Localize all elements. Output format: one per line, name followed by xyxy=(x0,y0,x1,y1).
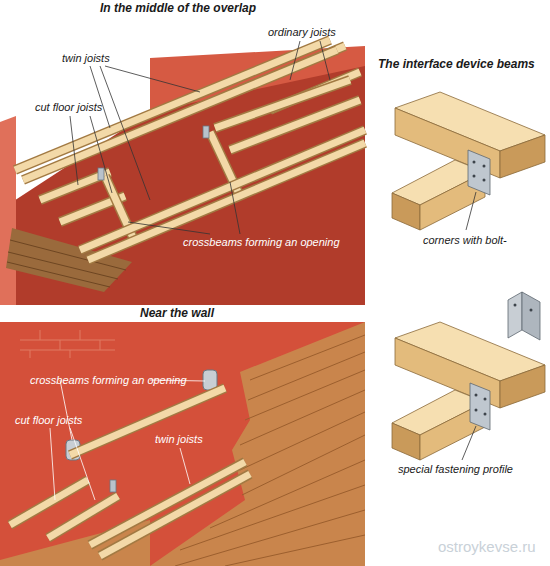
part-label: twin joists xyxy=(62,52,110,65)
part-label: twin joists xyxy=(155,433,203,446)
panel-heading: In the middle of the overlap xyxy=(100,2,256,15)
part-label: crossbeams forming an opening xyxy=(30,374,187,387)
part-label: cut floor joists xyxy=(35,101,102,114)
watermark: ostroykevse.ru xyxy=(438,540,536,553)
panel-heading: The interface device beams xyxy=(378,58,535,71)
part-label: crossbeams forming an opening xyxy=(183,236,340,249)
part-label: corners with bolt- xyxy=(423,234,507,247)
part-label: special fastening profile xyxy=(398,463,513,476)
part-label: ordinary joists xyxy=(268,26,336,39)
part-label: cut floor joists xyxy=(15,414,82,427)
panel-heading: Near the wall xyxy=(140,307,214,320)
